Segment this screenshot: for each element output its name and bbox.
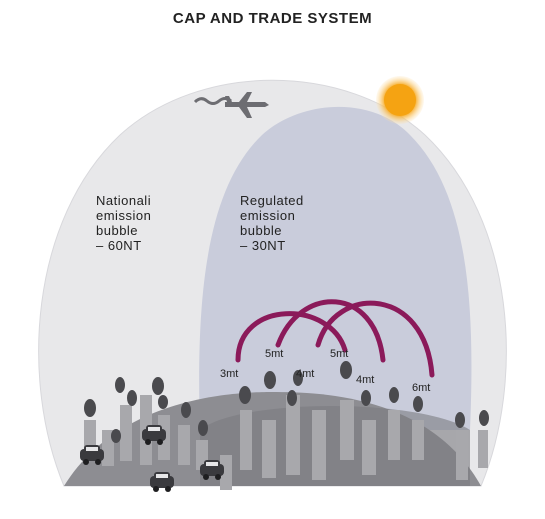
smoke-icon [127, 390, 137, 406]
smoke-icon [293, 370, 303, 386]
national-bubble-line: emission [96, 208, 152, 223]
smokestack-icon [412, 420, 424, 460]
diagram-title: CAP AND TRADE SYSTEM [172, 10, 373, 27]
smokestack-icon [178, 425, 190, 465]
amount-label: 4mt [296, 368, 315, 380]
smokestack-icon [478, 430, 488, 468]
amount-label: 6mt [412, 382, 431, 394]
smoke-icon [239, 386, 251, 404]
smokestack-icon [220, 455, 232, 490]
regulated-bubble-line: emission [240, 208, 296, 223]
trade-arc-2 [275, 299, 386, 363]
car-icon [150, 472, 174, 492]
smokestack-icon [240, 410, 252, 470]
smoke-icon [181, 402, 191, 418]
car-icon [80, 445, 104, 465]
smoke-icon [455, 412, 465, 428]
national-bubble-line: bubble [96, 223, 139, 238]
smoke-icon [111, 429, 121, 443]
smoke-icon [264, 371, 276, 389]
smoke-icon [115, 377, 125, 393]
car-icon [142, 425, 166, 445]
smoke-icon [158, 395, 168, 409]
national-bubble-line: Nationali [96, 193, 152, 208]
amount-label: 4mt [356, 374, 375, 386]
smoke-icon [413, 396, 423, 412]
smoke-icon [389, 387, 399, 403]
smokestack-icon [102, 430, 114, 466]
amount-label: 5mt [330, 348, 349, 360]
smoke-icon [361, 390, 371, 406]
amount-label: 5mt [265, 348, 284, 360]
regulated-bubble-line: – 30NT [240, 238, 286, 253]
smoke-icon [152, 377, 164, 395]
regulated-bubble-line: bubble [240, 223, 283, 238]
regulated-emission-bubble [199, 106, 472, 431]
smokestack-icon [362, 420, 376, 475]
regulated-bubble-line: Regulated [240, 193, 304, 208]
smokestack-icon [286, 395, 300, 475]
smokestack-icon [312, 410, 326, 480]
car-icon [200, 460, 224, 480]
smokestack-icon [120, 405, 132, 461]
trade-arc-1 [235, 311, 348, 363]
national-bubble-line: – 60NT [96, 238, 142, 253]
smoke-icon [340, 361, 352, 379]
national-bubble-label: Nationali emission bubble – 60NT [96, 193, 151, 253]
sun-icon [384, 84, 416, 116]
airplane-icon [193, 92, 269, 118]
smoke-icon [198, 420, 208, 436]
smokestack-icon [340, 400, 354, 460]
regulated-bubble-label: Regulated emission bubble – 30NT [240, 193, 304, 253]
smoke-icon [287, 390, 297, 406]
smokestack-icon [262, 420, 276, 478]
trade-arc-3 [315, 300, 435, 378]
amount-label: 3mt [220, 368, 239, 380]
smokestack-icon [388, 410, 400, 460]
smoke-puffs [84, 361, 489, 443]
smoke-icon [84, 399, 96, 417]
smoke-icon [479, 410, 489, 426]
smokestacks [84, 395, 488, 490]
smokestack-icon [456, 430, 468, 480]
trade-arcs [235, 299, 435, 378]
